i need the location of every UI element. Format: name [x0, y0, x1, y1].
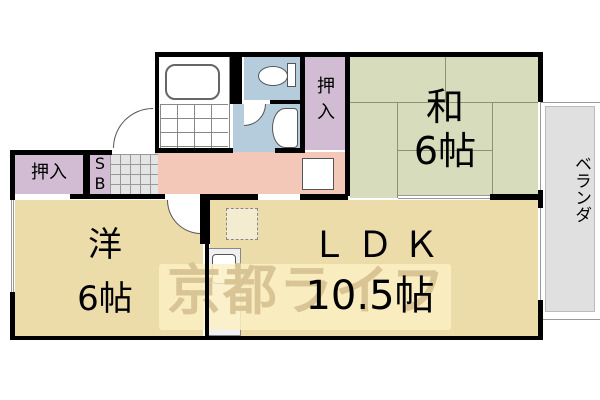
- ldk-name: ＬＤＫ: [310, 225, 449, 266]
- shoebox-label-top: S: [94, 154, 106, 173]
- tatami-line: [445, 56, 446, 102]
- storage-hatch-icon: [226, 208, 258, 240]
- wall: [300, 194, 348, 200]
- wall: [205, 240, 209, 340]
- toilet-tank-icon: [287, 63, 296, 87]
- washitsu-size: 6帖: [413, 129, 477, 173]
- wall: [345, 56, 350, 196]
- washing-machine-icon: [302, 158, 334, 190]
- wall: [155, 148, 233, 153]
- tatami-line: [350, 102, 538, 103]
- toilet-icon: [258, 66, 288, 86]
- bath-tiles: [160, 104, 228, 148]
- wall: [538, 52, 543, 102]
- washitsu-name: 和: [425, 85, 464, 129]
- entrance-tiles: [110, 154, 158, 194]
- closet-right-label-top: 押: [317, 76, 335, 97]
- shoebox: [90, 154, 110, 194]
- wall: [490, 194, 543, 200]
- balcony-floor: [545, 106, 595, 312]
- youshitsu-name: 洋: [88, 225, 122, 265]
- wall: [200, 194, 258, 200]
- watermark: 京都ライフ: [167, 259, 447, 322]
- wall: [10, 150, 15, 200]
- balcony-label: ベランダ: [571, 155, 591, 223]
- tatami-line: [397, 150, 492, 151]
- washbasin-icon: [272, 108, 298, 148]
- wall: [155, 52, 543, 57]
- wall: [10, 292, 15, 340]
- closet-right: [305, 56, 347, 150]
- shoebox-label-bottom: B: [94, 174, 106, 193]
- wall: [10, 336, 543, 340]
- youshitsu-size: 6帖: [77, 279, 133, 319]
- ldk-size: 10.5帖: [305, 273, 435, 319]
- wall: [155, 52, 159, 152]
- wall: [538, 300, 543, 340]
- closet-left: [15, 154, 83, 194]
- wall: [270, 100, 302, 104]
- entrance-door-swing: [113, 108, 153, 148]
- tatami-line: [492, 102, 493, 198]
- wall: [300, 56, 305, 150]
- wall: [70, 194, 165, 199]
- window-washitsu: [398, 195, 490, 199]
- bathtub-icon: [165, 64, 220, 100]
- closet-right-label-bottom: 入: [317, 102, 335, 123]
- window-left: [11, 200, 14, 292]
- wall: [230, 56, 242, 104]
- wall: [200, 194, 210, 244]
- wall: [10, 150, 112, 155]
- closet-left-label: 押入: [31, 162, 67, 183]
- washitsu-room: [350, 56, 538, 198]
- wall: [83, 152, 90, 196]
- wall: [275, 148, 305, 153]
